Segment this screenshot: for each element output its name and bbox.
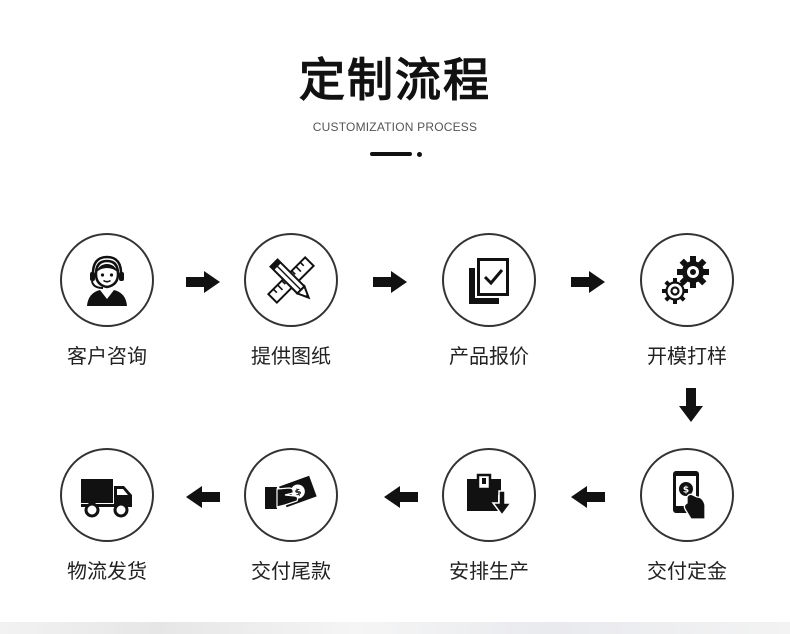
- step-circle-production: [442, 448, 536, 542]
- bottom-decorative-band: [0, 622, 790, 634]
- phone-payment-icon: $: [673, 471, 706, 520]
- arrow-down-icon: [679, 388, 703, 422]
- step-circle-drawing: [244, 233, 338, 327]
- arrow-right-icon: [186, 271, 220, 293]
- step-label-mold: 开模打样: [647, 344, 727, 368]
- delivery-truck-icon: [81, 479, 132, 518]
- arrow-left-icon: [571, 486, 605, 508]
- title-divider-dot: [417, 152, 422, 157]
- step-circle-mold: [640, 233, 734, 327]
- step-label-final-payment: 交付尾款: [251, 559, 331, 583]
- arrow-right-icon: [571, 271, 605, 293]
- cash-payment-icon: $: [265, 475, 317, 509]
- document-check-icon: [469, 258, 509, 304]
- customer-service-icon: [87, 255, 127, 306]
- production-box-icon: [467, 473, 513, 517]
- step-circle-final-payment: $: [244, 448, 338, 542]
- arrow-left-icon: [384, 486, 418, 508]
- title-divider: [370, 152, 412, 156]
- arrow-right-icon: [373, 271, 407, 293]
- pencil-ruler-icon: [266, 255, 316, 305]
- step-circle-deposit: $: [640, 448, 734, 542]
- step-label-shipping: 物流发货: [67, 559, 147, 583]
- arrow-left-icon: [186, 486, 220, 508]
- gears-icon: [662, 256, 709, 304]
- step-circle-consult: [60, 233, 154, 327]
- page-title: 定制流程: [299, 53, 491, 107]
- step-circle-quote: [442, 233, 536, 327]
- page-subtitle: CUSTOMIZATION PROCESS: [312, 120, 478, 134]
- step-label-quote: 产品报价: [449, 344, 529, 368]
- step-label-drawing: 提供图纸: [251, 344, 331, 368]
- svg-text:$: $: [294, 487, 303, 499]
- step-circle-shipping: [60, 448, 154, 542]
- step-label-production: 安排生产: [449, 559, 529, 583]
- step-label-consult: 客户咨询: [67, 344, 147, 368]
- svg-text:$: $: [683, 486, 689, 496]
- step-label-deposit: 交付定金: [647, 559, 727, 583]
